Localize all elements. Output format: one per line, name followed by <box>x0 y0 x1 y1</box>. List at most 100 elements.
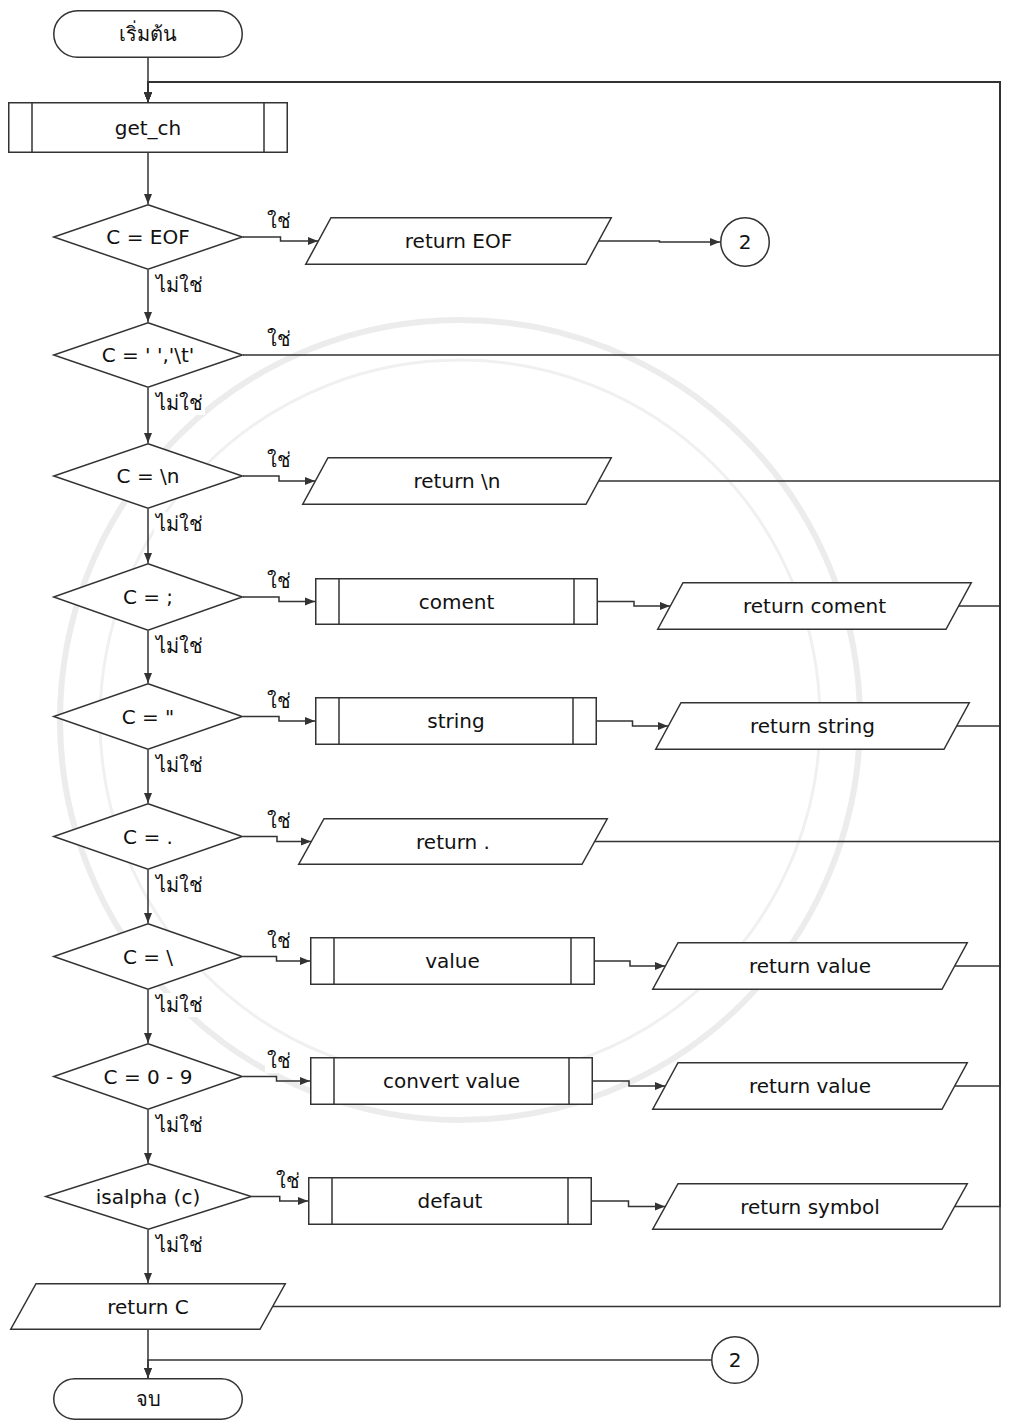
decision-diamond: C = \n <box>53 443 243 509</box>
shape-line <box>568 1057 570 1105</box>
branch-label: ไม่ใช่ <box>154 1233 205 1257</box>
branch-label: ใช่ <box>274 1169 302 1193</box>
decision-diamond: C = \ <box>53 923 243 990</box>
node-text-holder: isalpha (c) <box>45 1163 252 1230</box>
branch-label: ใช่ <box>265 327 293 351</box>
shape-line <box>331 1177 333 1225</box>
branch-label: ใช่ <box>265 809 293 833</box>
io-parallelogram: return value <box>652 1062 968 1110</box>
node-label: 2 <box>739 230 752 254</box>
node-label: return symbol <box>740 1195 880 1219</box>
node-label: value <box>425 949 480 973</box>
flow-arrow <box>148 82 1000 726</box>
node-text-holder: C = ' ','\t' <box>53 322 243 388</box>
shape-line <box>54 444 243 509</box>
decision-diamond: isalpha (c) <box>45 1163 252 1230</box>
predefined-process-box: value <box>310 937 595 985</box>
shape-line <box>316 698 597 745</box>
shape-line <box>338 697 340 745</box>
io-parallelogram: return string <box>655 702 970 750</box>
flow-arrow <box>147 388 149 443</box>
shape-line <box>573 578 575 625</box>
flow-arrow <box>252 1197 309 1202</box>
branch-label: ใช่ <box>265 689 293 713</box>
branch-label: ใช่ <box>265 1049 293 1073</box>
node-text-holder: return C <box>10 1283 286 1330</box>
connector-circle: 2 <box>711 1336 759 1384</box>
shape-line <box>567 1177 569 1225</box>
branch-label: ไม่ใช่ <box>154 634 205 658</box>
node-label: C = . <box>123 825 173 849</box>
node-label: convert value <box>383 1069 520 1093</box>
connector-circle: 2 <box>720 217 770 267</box>
node-text-holder: defaut <box>308 1177 592 1225</box>
flow-arrow <box>598 602 670 607</box>
node-text-holder: return EOF <box>305 217 612 265</box>
node-label: return value <box>749 1074 871 1098</box>
node-text-holder: convert value <box>310 1057 593 1105</box>
flow-arrow <box>243 957 310 962</box>
shape-line <box>54 1044 243 1110</box>
flow-arrow <box>599 241 720 242</box>
node-text-holder: value <box>310 937 595 985</box>
flow-arrow <box>147 1110 149 1163</box>
flow-arrow <box>595 961 665 966</box>
predefined-process-box: get_ch <box>8 102 288 153</box>
io-parallelogram: return symbol <box>652 1183 968 1230</box>
shape-line <box>54 804 243 870</box>
node-text-holder: return value <box>652 942 968 990</box>
node-text-holder: coment <box>315 578 598 625</box>
node-label: 2 <box>729 1348 742 1372</box>
decision-diamond: C = EOF <box>53 204 243 270</box>
node-label: จบ <box>136 1387 161 1411</box>
flow-arrow <box>243 837 311 842</box>
shape-line <box>263 102 265 153</box>
flow-arrow <box>243 1077 310 1082</box>
predefined-process-box: convert value <box>310 1057 593 1105</box>
shape-line <box>311 1058 593 1105</box>
node-text-holder: 2 <box>720 217 770 267</box>
node-label: defaut <box>418 1189 483 1213</box>
decision-diamond: C = " <box>53 683 243 750</box>
branch-label: ไม่ใช่ <box>154 512 205 536</box>
shape-line <box>45 1164 251 1230</box>
node-text-holder: เริ่มต้น <box>53 10 243 58</box>
shape-line <box>721 218 770 267</box>
node-text-holder: return . <box>298 818 608 865</box>
io-parallelogram: return coment <box>657 582 972 630</box>
decision-diamond: C = ; <box>53 563 243 631</box>
node-text-holder: C = \n <box>53 443 243 509</box>
shape-line <box>311 938 595 985</box>
flow-arrow <box>148 82 1000 1307</box>
shape-line <box>54 924 243 990</box>
branch-label: ไม่ใช่ <box>154 873 205 897</box>
flow-arrow <box>147 750 149 803</box>
shape-line <box>570 937 572 985</box>
flow-arrow <box>148 82 1000 1086</box>
flow-arrow <box>147 1230 149 1283</box>
flow-arrow <box>243 717 315 722</box>
branch-label: ไม่ใช่ <box>154 273 205 297</box>
decision-diamond: C = 0 - 9 <box>53 1043 243 1110</box>
shape-line <box>333 1057 335 1105</box>
node-label: return coment <box>743 594 886 618</box>
flow-arrow <box>597 721 668 726</box>
node-label: C = " <box>122 705 175 729</box>
shape-line <box>11 1284 286 1330</box>
shape-line <box>316 579 598 625</box>
shape-line <box>54 11 243 58</box>
io-parallelogram: return value <box>652 942 968 990</box>
shape-line <box>653 943 968 990</box>
shape-line <box>54 684 243 750</box>
node-label: C = EOF <box>106 225 189 249</box>
node-label: return . <box>416 830 490 854</box>
node-text-holder: C = " <box>53 683 243 750</box>
shape-line <box>333 937 335 985</box>
flow-arrow <box>148 82 1000 842</box>
node-label: isalpha (c) <box>96 1185 200 1209</box>
flow-arrow <box>147 990 149 1043</box>
predefined-process-box: string <box>315 697 597 745</box>
node-text-holder: C = \ <box>53 923 243 990</box>
flow-arrow <box>148 82 1000 966</box>
